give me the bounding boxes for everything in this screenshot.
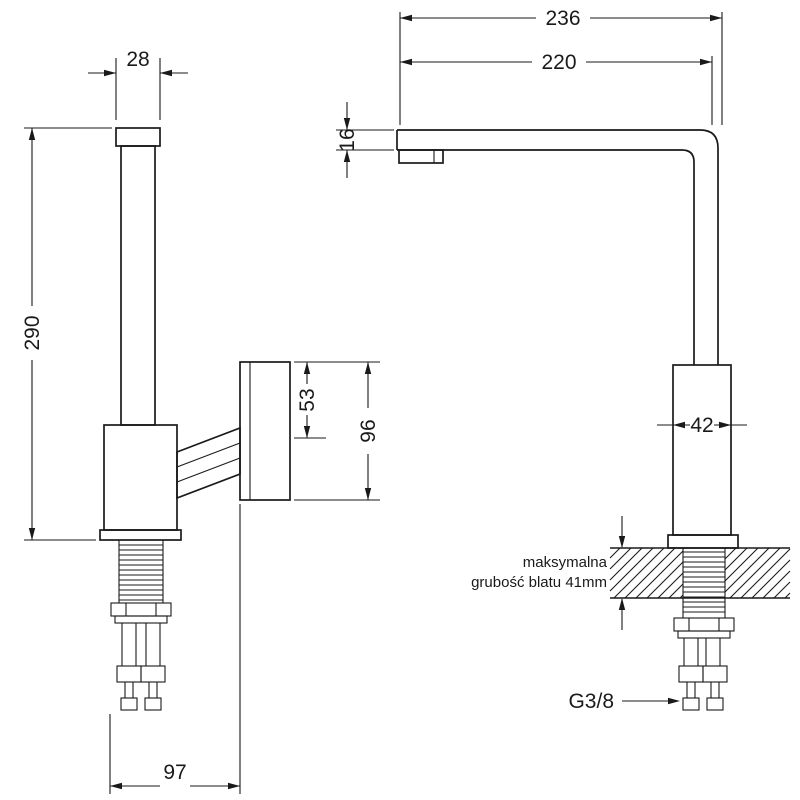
dim-handle-width: 28 — [88, 48, 188, 120]
dim-spout-reach-total: 236 — [399, 7, 723, 125]
body-width-label: 42 — [690, 414, 713, 437]
lever-height-label: 96 — [357, 419, 380, 442]
countertop-note-line2: grubość blatu 41mm — [471, 574, 607, 591]
spout-reach-total-label: 236 — [545, 7, 580, 30]
dim-base-depth: 97 — [109, 504, 241, 794]
thread-size-label: G3/8 — [568, 690, 614, 713]
total-height-label: 290 — [21, 315, 44, 350]
dim-spout-height: 16 — [336, 102, 394, 178]
right-mounting-hardware — [673, 617, 735, 711]
right-view: 236 220 16 — [336, 7, 791, 713]
dim-lever-height: 96 — [294, 362, 380, 501]
base-depth-label: 97 — [163, 761, 186, 784]
countertop-note-line1: maksymalna — [523, 554, 608, 571]
left-thread-stem — [118, 540, 164, 603]
countertop — [609, 547, 791, 599]
left-view: 28 290 53 — [21, 48, 380, 794]
dim-total-height: 290 — [21, 127, 112, 541]
handle-width-label: 28 — [126, 48, 149, 71]
dim-countertop-thickness: maksymalna grubość blatu 41mm — [471, 516, 626, 630]
dim-body-width: 42 — [657, 414, 747, 437]
dim-spout-reach: 220 — [400, 51, 713, 125]
thread-size-callout: G3/8 — [568, 690, 680, 713]
spout-reach-label: 220 — [541, 51, 576, 74]
right-faucet-outline — [396, 129, 739, 549]
spout-height-label: 16 — [336, 128, 359, 151]
left-faucet-outline — [99, 127, 291, 541]
dim-lever-upper: 53 — [294, 361, 380, 439]
right-thread-stem — [682, 548, 726, 618]
lever-upper-label: 53 — [296, 388, 319, 411]
left-mounting-hardware — [110, 602, 172, 711]
